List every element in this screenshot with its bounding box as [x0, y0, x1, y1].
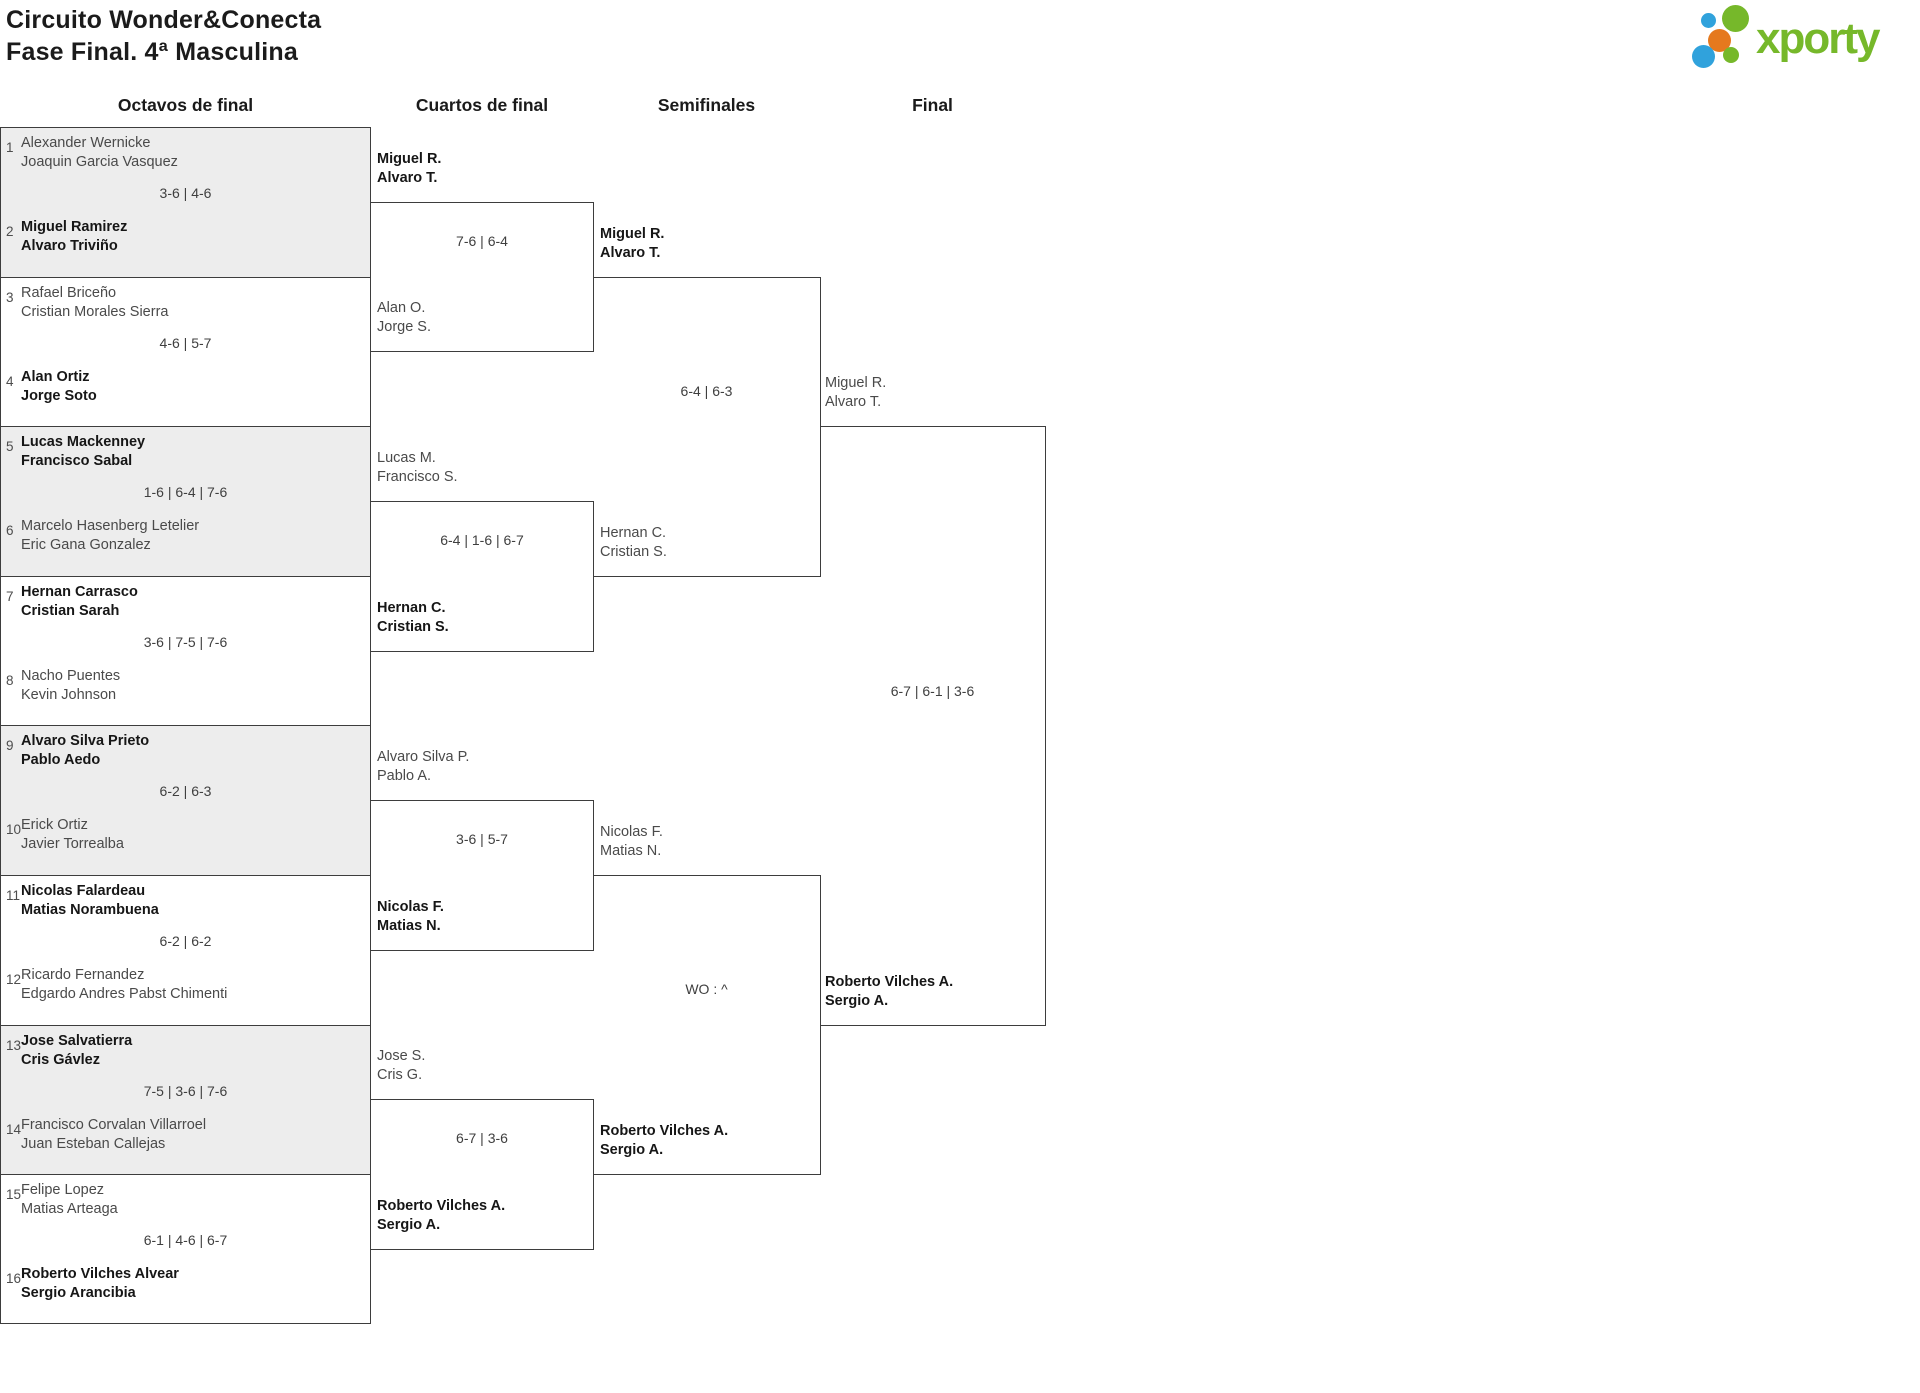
round-header-semifinal: Semifinales: [657, 95, 756, 115]
match-score: 6-4 | 1-6 | 6-7: [440, 532, 524, 548]
match-score: 6-1 | 4-6 | 6-7: [143, 1232, 228, 1248]
logo-dot-green-large: [1722, 5, 1749, 32]
team-pair: Miguel R.Alvaro T.: [377, 151, 442, 186]
connector-line: [371, 651, 593, 652]
team-pair: Nicolas F.Matias N.: [377, 899, 444, 934]
match-score: 4-6 | 5-7: [159, 335, 212, 351]
round-header-cuartos: Cuartos de final: [415, 95, 549, 115]
seed-number: 16: [6, 1271, 22, 1286]
match-score: 6-2 | 6-2: [159, 933, 212, 949]
connector-line: [1045, 426, 1046, 1026]
team-pair: Jose S.Cris G.: [377, 1048, 426, 1083]
seed-number: 10: [6, 822, 22, 837]
connector-line: [371, 501, 593, 502]
match-score: 6-4 | 6-3: [680, 383, 733, 399]
logo-dot-green-small: [1723, 47, 1739, 63]
match-score: 3-6 | 4-6: [159, 185, 212, 201]
connector-line: [593, 875, 820, 876]
match-score: 6-7 | 3-6: [456, 1130, 508, 1146]
match-score: 7-5 | 3-6 | 7-6: [143, 1083, 228, 1099]
seed-number: 6: [6, 523, 14, 538]
seed-number: 5: [6, 439, 14, 454]
seed-number: 15: [6, 1187, 22, 1202]
connector-line: [593, 1174, 820, 1175]
connector-line: [371, 800, 593, 801]
team-pair: Roberto Vilches A.Sergio A.: [825, 974, 954, 1009]
seed-number: 2: [6, 224, 14, 239]
logo-dot-blue-small: [1701, 13, 1716, 28]
seed-number: 4: [6, 374, 14, 389]
team-pair: Lucas M.Francisco S.: [377, 450, 458, 485]
seed-number: 14: [6, 1122, 22, 1137]
connector-line: [371, 950, 593, 951]
team-pair: Roberto Vilches A.Sergio A.: [377, 1198, 506, 1233]
connector-line: [593, 576, 820, 577]
seed-number: 1: [6, 140, 14, 155]
team-pair: Roberto Vilches A.Sergio A.: [600, 1123, 729, 1158]
connector-line: [593, 277, 820, 278]
logo-wordmark: xporty: [1756, 14, 1880, 63]
page-title: Circuito Wonder&Conecta Fase Final. 4ª M…: [6, 4, 321, 68]
match-score: 6-7 | 6-1 | 3-6: [890, 683, 975, 699]
team-pair: Miguel R.Alvaro T.: [825, 375, 887, 410]
tournament-name: Circuito Wonder&Conecta: [6, 6, 322, 34]
seed-number: 7: [6, 589, 14, 604]
connector-line: [820, 1025, 1045, 1026]
seed-number: 12: [6, 972, 22, 987]
phase-category: Fase Final. 4ª Masculina: [6, 38, 298, 66]
team-pair: Alvaro Silva P.Pablo A.: [377, 749, 470, 784]
team-pair: Nicolas F.Matias N.: [600, 824, 663, 859]
match-score: 3-6 | 5-7: [456, 831, 508, 847]
team-pair: Hernan C.Cristian S.: [600, 525, 667, 560]
seed-number: 11: [6, 888, 21, 903]
match-score: WO : ^: [685, 981, 728, 997]
round-header-final: Final: [912, 95, 953, 115]
match-score: 6-2 | 6-3: [159, 783, 212, 799]
seed-number: 8: [6, 673, 14, 688]
connector-line: [371, 1249, 593, 1250]
logo-dot-blue-large: [1692, 45, 1715, 68]
match-score: 3-6 | 7-5 | 7-6: [143, 634, 228, 650]
connector-line: [371, 202, 593, 203]
logo-dot-orange: [1708, 29, 1731, 52]
connector-line: [820, 277, 821, 577]
match-score: 1-6 | 6-4 | 7-6: [143, 484, 228, 500]
connector-line: [371, 1099, 593, 1100]
team-pair: Alan O.Jorge S.: [377, 300, 431, 335]
team-pair: Miguel R.Alvaro T.: [600, 226, 665, 261]
team-pair: Hernan C.Cristian S.: [377, 600, 449, 635]
seed-number: 3: [6, 290, 14, 305]
seed-number: 13: [6, 1038, 22, 1053]
connector-line: [820, 426, 1045, 427]
match-score: 7-6 | 6-4: [456, 233, 508, 249]
connector-line: [371, 351, 593, 352]
seed-number: 9: [6, 738, 14, 753]
round-header-octavos: Octavos de final: [117, 95, 254, 115]
